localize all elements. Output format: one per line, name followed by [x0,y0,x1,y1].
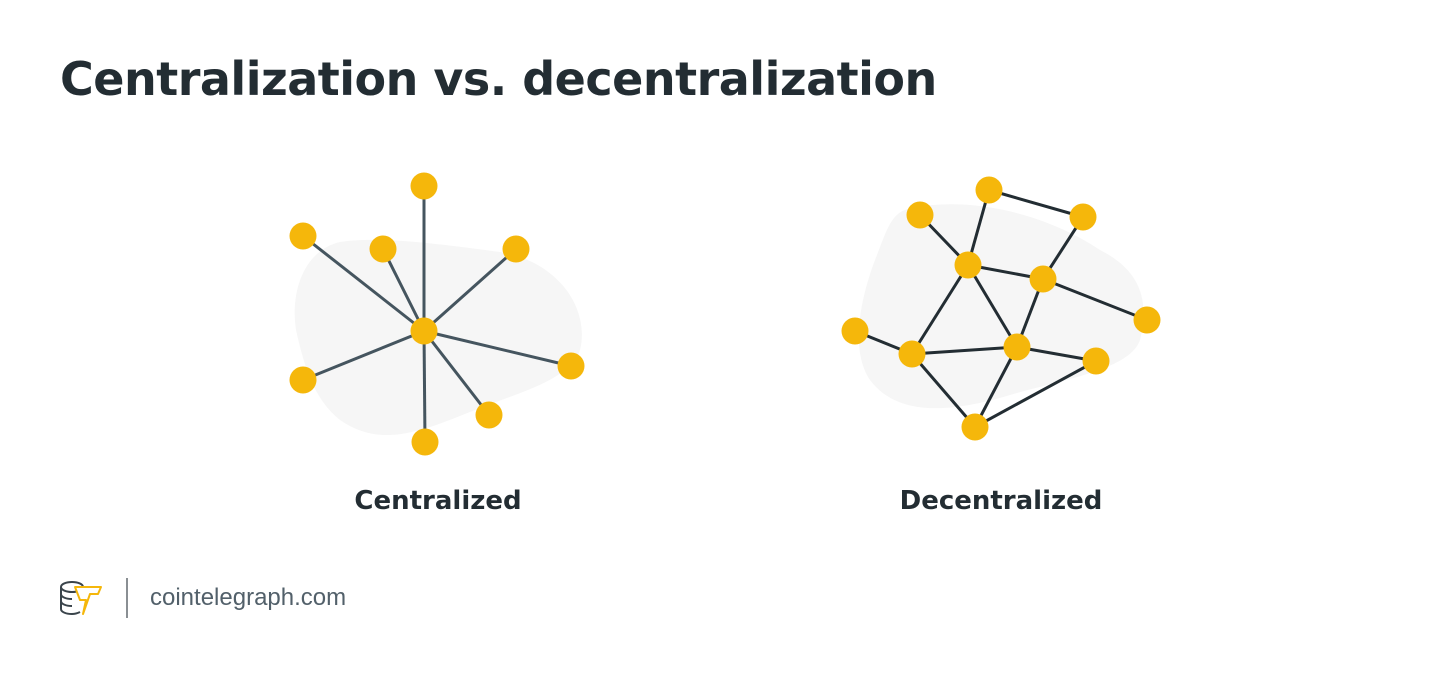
decentralized-node [975,176,1003,204]
centralized-edge [423,247,517,333]
decentralized-node [906,201,934,229]
decentralized-edge [910,353,977,428]
centralized-node [410,172,438,200]
decentralized-node [1133,306,1161,334]
centralized-edge [422,330,491,416]
centralized-edge [302,234,425,333]
centralized-node [369,235,397,263]
site-name: cointelegraph.com [150,584,347,611]
decentralized-node [1082,347,1110,375]
centralized-hub-node [410,317,438,345]
centralized-node [289,222,317,250]
decentralized-node [1003,333,1031,361]
decentralized-edge [1042,277,1148,322]
decentralized-node [898,340,926,368]
decentralized-node [961,413,989,441]
centralized-node [502,235,530,263]
centralized-edge [302,329,425,382]
cointelegraph-logo-icon [60,581,102,616]
centralized-node [557,352,585,380]
decentralized-edge [974,359,1097,429]
centralized-edge [381,248,426,332]
decentralized-edge [988,188,1084,219]
decentralized-label: Decentralized [899,486,1103,516]
centralized-edge [423,329,572,368]
decentralized-node [1069,203,1097,231]
page-title: Centralization vs. decentralization [60,52,937,106]
footer-divider [126,578,128,618]
decentralized-node [841,317,869,345]
decentralized-edge [910,264,970,355]
centralized-node [475,401,503,429]
decentralized-edge [911,345,1018,356]
centralized-node [411,428,439,456]
decentralized-edge [973,346,1019,428]
centralized-label: Centralized [354,486,522,516]
centralized-background-blob [294,239,582,436]
decentralized-edge [966,264,1019,348]
decentralized-node [954,251,982,279]
centralized-edge [422,330,427,443]
decentralized-node [1029,265,1057,293]
footer: cointelegraph.com [58,576,346,620]
centralized-node [289,366,317,394]
